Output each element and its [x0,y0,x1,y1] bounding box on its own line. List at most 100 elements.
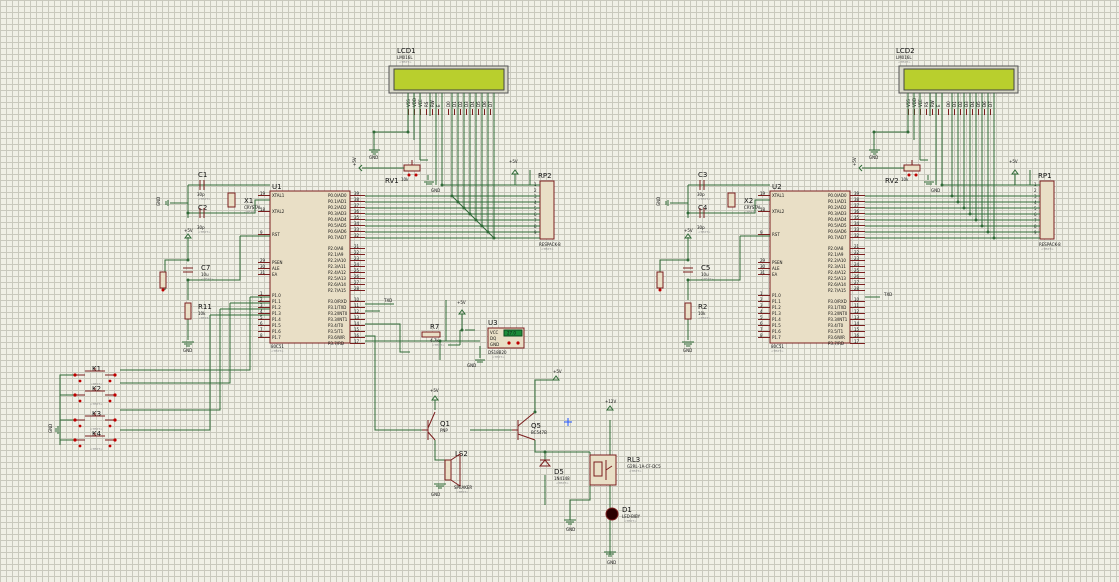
lcd1pins-pin-4: RW [430,100,435,107]
key-4[interactable]: K4<TEXT> [73,430,117,451]
u2-right-pin-num: 33 [854,227,860,232]
lcd2-ref: LCD2 [896,47,915,55]
wire-junction [533,410,537,414]
potentiometer-rv1[interactable]: RV1 10k [385,160,421,185]
reset-button-left[interactable] [159,271,167,289]
r2-ref: R2 [698,303,707,311]
u1-right-pin-name: P0.3/AD3 [328,211,347,216]
resistor-r2[interactable]: R2 10k <TEXT> [684,302,711,320]
vcc-label-3: +5V [509,159,518,164]
u2-left-pin-name: P1.5 [772,323,781,328]
u2-right-pin-name: P3.3/INT1 [828,317,848,322]
key-1[interactable]: K1<TEXT> [73,365,117,386]
rp2-pin-num: 2 [534,188,537,193]
u2-right-pin-num: 28 [854,286,860,291]
mcu-u1[interactable]: U1 80C51 <TEXT> XTAL119XTAL218RST9PSEN29… [258,183,365,353]
u2-right-pin-name: P0.6/AD6 [828,229,847,234]
u2-left-pin-name: P1.7 [772,335,781,340]
ls2-text: <TEXT> [456,490,469,494]
d5-ref: D5 [554,468,564,476]
lcd1pins-pin-11: D5 [476,101,481,107]
lcd2pins-pin-8: D2 [958,101,963,107]
c2-val: 30p [197,225,205,230]
potentiometer-rv2[interactable]: RV2 10k [885,160,921,185]
key-ref: K2 [92,385,101,393]
c7-ref: C7 [201,264,210,272]
gnd-label-5: GND [467,363,476,368]
crystal-x1[interactable]: X1 CRYSTAL <TEXT> [227,192,262,214]
mcu-u2[interactable]: U2 80C51 <TEXT> XTAL119XTAL218RST9PSEN29… [758,183,865,353]
rv1-ref: RV1 [385,177,399,185]
components-right[interactable]: C3 30p <TEXT> C4 30p <TEXT> X2 CRYSTAL <… [656,149,1019,353]
u2-right-pin-num: 27 [854,280,860,285]
lcd1pins-pin-6: D0 [446,101,451,107]
c3-ref: C3 [698,171,707,179]
r7-val: 4.7k [430,338,439,343]
u1-left-pin-name: XTAL2 [272,209,285,214]
u3-text: <TEXT> [492,355,505,359]
wire-junction [186,278,190,282]
relay-rl3[interactable]: +12V RL3 G2RL-1A-CF-DC5 <TEXT> [589,399,661,486]
rp1-body [1039,180,1055,240]
u2-right-pin-name: P2.0/A8 [828,246,844,251]
u1-right-pin-num: 14 [354,321,360,326]
sensor-u3[interactable]: U3 27.0 VCC DQ GND DS18B20 <TEXT> [487,319,525,359]
components-left[interactable]: C1 30p <TEXT> C2 30p <TEXT> X1 CRYSTAL <… [48,149,661,565]
u2-left-pin-name: P1.1 [772,299,781,304]
u1-right-pin-name: P3.5/T1 [328,329,344,334]
speaker-ls2[interactable]: LS2 SPEAKER <TEXT> [444,450,472,494]
capacitor-c3[interactable]: C3 30p <TEXT> [697,171,711,201]
u1-right-pin-num: 38 [354,197,360,202]
lcd1pins-pin-12: D6 [482,101,487,107]
u2-right-pin-name: P0.3/AD3 [828,211,847,216]
r2-val: 10k [698,311,706,316]
reset-button-right[interactable] [656,271,664,289]
u1-right-pin-num: 16 [354,333,360,338]
u2-left-pin-num: 5 [760,315,763,320]
key-3[interactable]: K3<TEXT> [73,410,117,431]
capacitor-c5[interactable]: C5 10u <TEXT> [683,264,714,281]
u1-right-pin-num: 37 [354,203,360,208]
u1-right-pin-num: 12 [354,309,360,314]
capacitor-c1[interactable]: C1 30p <TEXT> [197,171,211,201]
u1-left-pin-num: 7 [260,327,263,332]
transistor-q5[interactable]: +5V Q5 BC547B [512,369,562,441]
u1-right-pin-name: P3.0/RXD [328,299,347,304]
u2-right-pin-num: 22 [854,250,860,255]
crystal-x2[interactable]: X2 CRYSTAL <TEXT> [727,192,762,214]
diode-d5[interactable]: D5 1N4148 <TEXT> [538,459,570,485]
wires-left [59,93,611,555]
resistor-r11[interactable]: R11 10k <TEXT> [184,302,212,320]
u2-left-pin-num: 2 [760,297,763,302]
resistor-r7[interactable]: R7 4.7k <TEXT> [421,323,445,347]
u1-right-pin-name: P2.1/A9 [328,252,344,257]
u1-right-pin-name: P0.5/AD5 [328,223,347,228]
wire-junction [992,236,996,240]
key-2[interactable]: K2<TEXT> [73,385,117,406]
u2-right-pin-name: P0.1/AD1 [828,199,847,204]
rl3-ref: RL3 [627,456,640,464]
u2-left-pin-num: 6 [760,321,763,326]
keypad-keys[interactable]: K1<TEXT>K2<TEXT> K3<TEXT>K4<TEXT> [73,365,117,451]
capacitor-c2[interactable]: C2 30p <TEXT> [197,204,211,234]
u2-left-pin-num: 3 [760,303,763,308]
wire-junction [186,211,190,215]
wire-junction [950,194,954,198]
transistor-q1[interactable]: +5V Q1 PNP [422,388,450,441]
u1-right-pin-name: P3.4/T0 [328,323,344,328]
x1-val: CRYSTAL [244,205,262,210]
u1-right-pin-num: 35 [354,215,360,220]
led-d1[interactable]: D1 LED-BIBY <TEXT> [605,506,641,523]
capacitor-c7[interactable]: C7 10u <TEXT> [183,264,214,281]
capacitor-c4[interactable]: C4 30p <TEXT> [697,204,711,234]
u2-left-pin-num: 7 [760,327,763,332]
gnd-label-1: GND [156,197,161,206]
u1-left-pin-name: P1.7 [272,335,281,340]
lcd2pins-pin-5: E [936,104,941,107]
